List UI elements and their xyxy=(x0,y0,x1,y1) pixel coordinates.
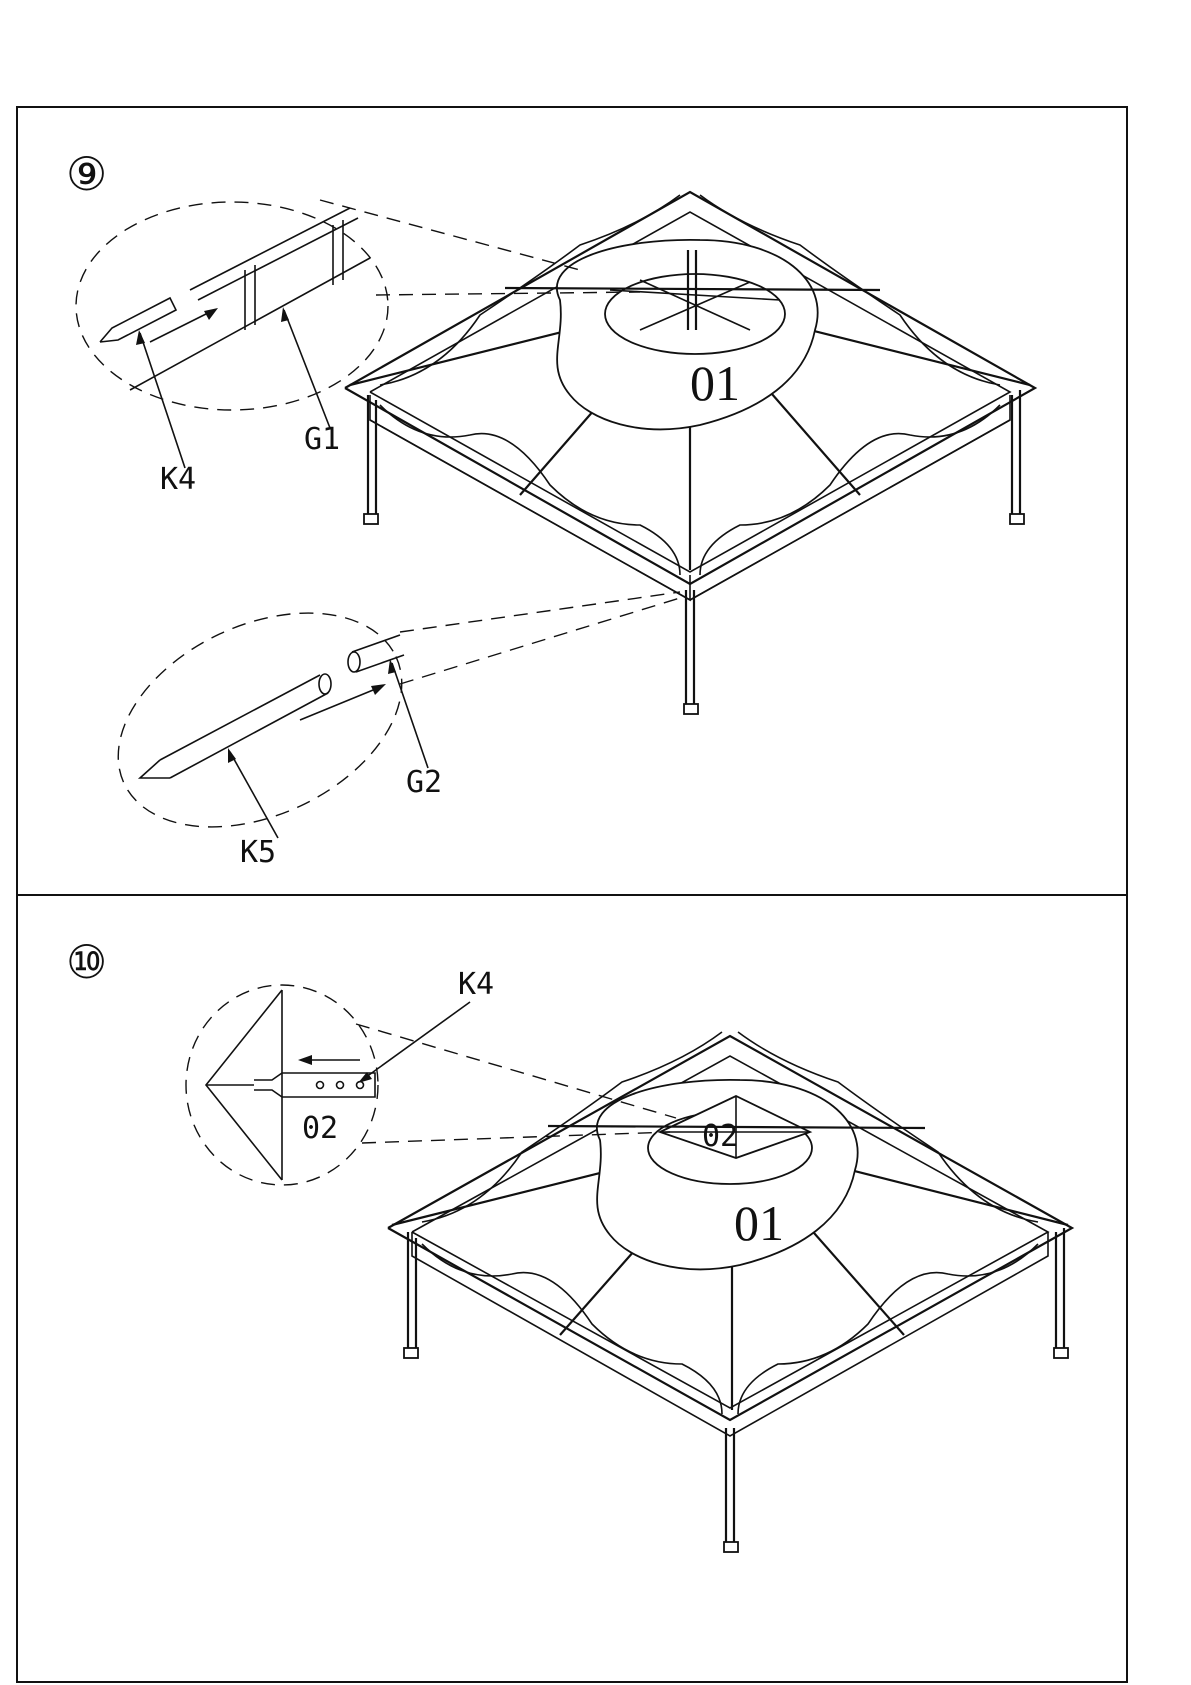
callout-label-k5: K5 xyxy=(240,838,276,868)
part-label-02: 02 xyxy=(702,1122,738,1152)
callout-label-k4: K4 xyxy=(160,465,196,495)
detail-callout-k5-g2 xyxy=(84,571,680,870)
part-label-01: 01 xyxy=(734,1198,784,1248)
step-number-9: ⑨ xyxy=(66,152,107,198)
step-number-10: ⑩ xyxy=(66,940,107,986)
callout-label-02: 02 xyxy=(302,1114,338,1144)
gazebo-frame-step-9 xyxy=(345,192,1035,714)
gazebo-frame-step-10 xyxy=(388,1032,1072,1552)
callout-label-g1: G1 xyxy=(304,425,340,455)
callout-label-k4: K4 xyxy=(458,970,494,1000)
part-label-01: 01 xyxy=(690,358,740,408)
callout-label-g2: G2 xyxy=(406,768,442,798)
